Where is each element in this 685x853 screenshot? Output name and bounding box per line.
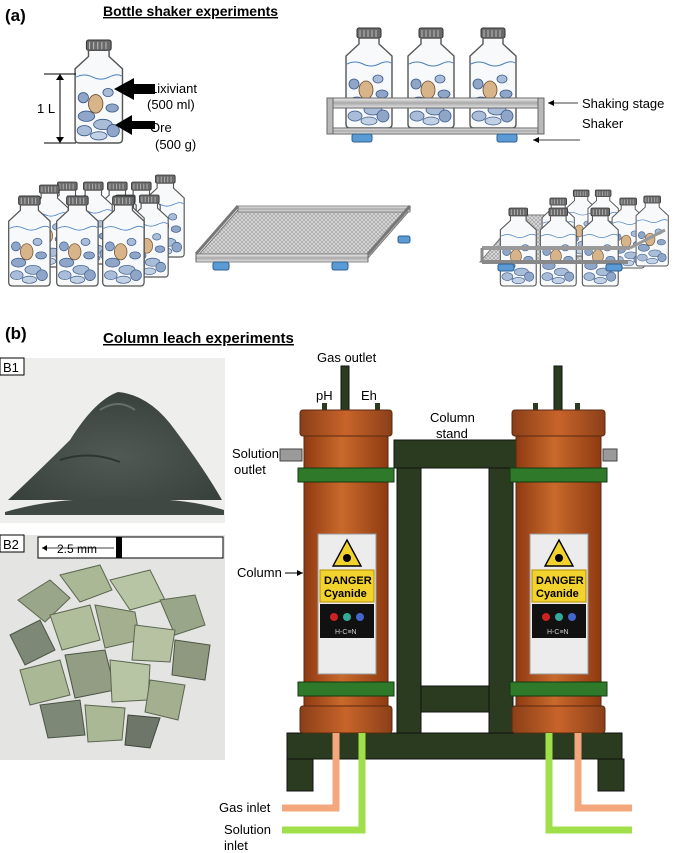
volume-label: 1 L xyxy=(37,101,55,116)
empty-tray xyxy=(194,205,412,263)
shaker-bottles xyxy=(345,27,517,129)
shaker-foot xyxy=(496,133,518,143)
solution-outlet-label-2: outlet xyxy=(234,462,266,477)
shaker-label: Shaker xyxy=(582,116,624,131)
photo-rocks xyxy=(0,534,225,760)
solution-outlet-label-1: Solution xyxy=(232,446,279,461)
left-column xyxy=(279,365,395,734)
photo1-tag: B1 xyxy=(3,360,19,375)
column-stand xyxy=(393,439,517,734)
loaded-tray xyxy=(478,189,669,287)
formula-label-right: H-C≡N xyxy=(547,629,569,636)
ph-label: pH xyxy=(316,388,333,403)
solution-inlet-label-1: Solution xyxy=(224,822,271,837)
volume-marker xyxy=(44,73,76,144)
gas-inlet-label: Gas inlet xyxy=(219,800,271,815)
panel-a-heading: Bottle shaker experiments xyxy=(103,3,278,19)
photo-powder xyxy=(0,357,225,523)
solution-inlet-label-2: inlet xyxy=(224,838,248,853)
tray-foot xyxy=(212,261,230,271)
ore-label: Ore xyxy=(150,120,172,135)
tray-foot xyxy=(497,263,515,272)
formula-label-left: H-C≡N xyxy=(335,629,357,636)
single-bottle xyxy=(74,39,124,144)
ore-amount: (500 g) xyxy=(155,137,196,152)
lixiviant-amount: (500 ml) xyxy=(147,97,195,112)
tray-foot xyxy=(331,261,349,271)
shaking-stage-label: Shaking stage xyxy=(582,96,664,111)
right-column xyxy=(509,365,618,734)
panel-b-heading: Column leach experiments xyxy=(103,330,294,347)
tray-foot xyxy=(605,263,623,272)
gas-outlet-label: Gas outlet xyxy=(317,350,377,365)
cyanide-label-left: Cyanide xyxy=(324,588,367,600)
shaking-stage xyxy=(326,97,545,135)
bottle-cluster-left xyxy=(8,174,185,287)
danger-label-left: DANGER xyxy=(324,575,372,587)
danger-label-right: DANGER xyxy=(536,575,584,587)
stage-pointer xyxy=(548,100,578,106)
column-pointer xyxy=(285,570,303,576)
scale-bar xyxy=(37,536,224,559)
shaker-foot xyxy=(351,133,373,143)
inlet-pipes xyxy=(282,733,632,834)
column-label: Column xyxy=(237,565,282,580)
cyanide-label-right: Cyanide xyxy=(536,588,579,600)
lixiviant-label: Lixiviant xyxy=(150,81,197,96)
panel-b-letter: (b) xyxy=(5,324,27,343)
shaker-pointer xyxy=(533,137,580,143)
tray-foot xyxy=(397,235,411,244)
scale-label: 2.5 mm xyxy=(57,542,97,556)
lixiviant-arrow xyxy=(114,78,155,100)
ore-arrow xyxy=(115,115,155,135)
column-stand-label-2: stand xyxy=(436,426,468,441)
base-stand xyxy=(286,732,625,792)
column-stand-label-1: Column xyxy=(430,410,475,425)
panel-a-letter: (a) xyxy=(5,6,26,25)
eh-label: Eh xyxy=(361,388,377,403)
photo2-tag: B2 xyxy=(3,537,19,552)
